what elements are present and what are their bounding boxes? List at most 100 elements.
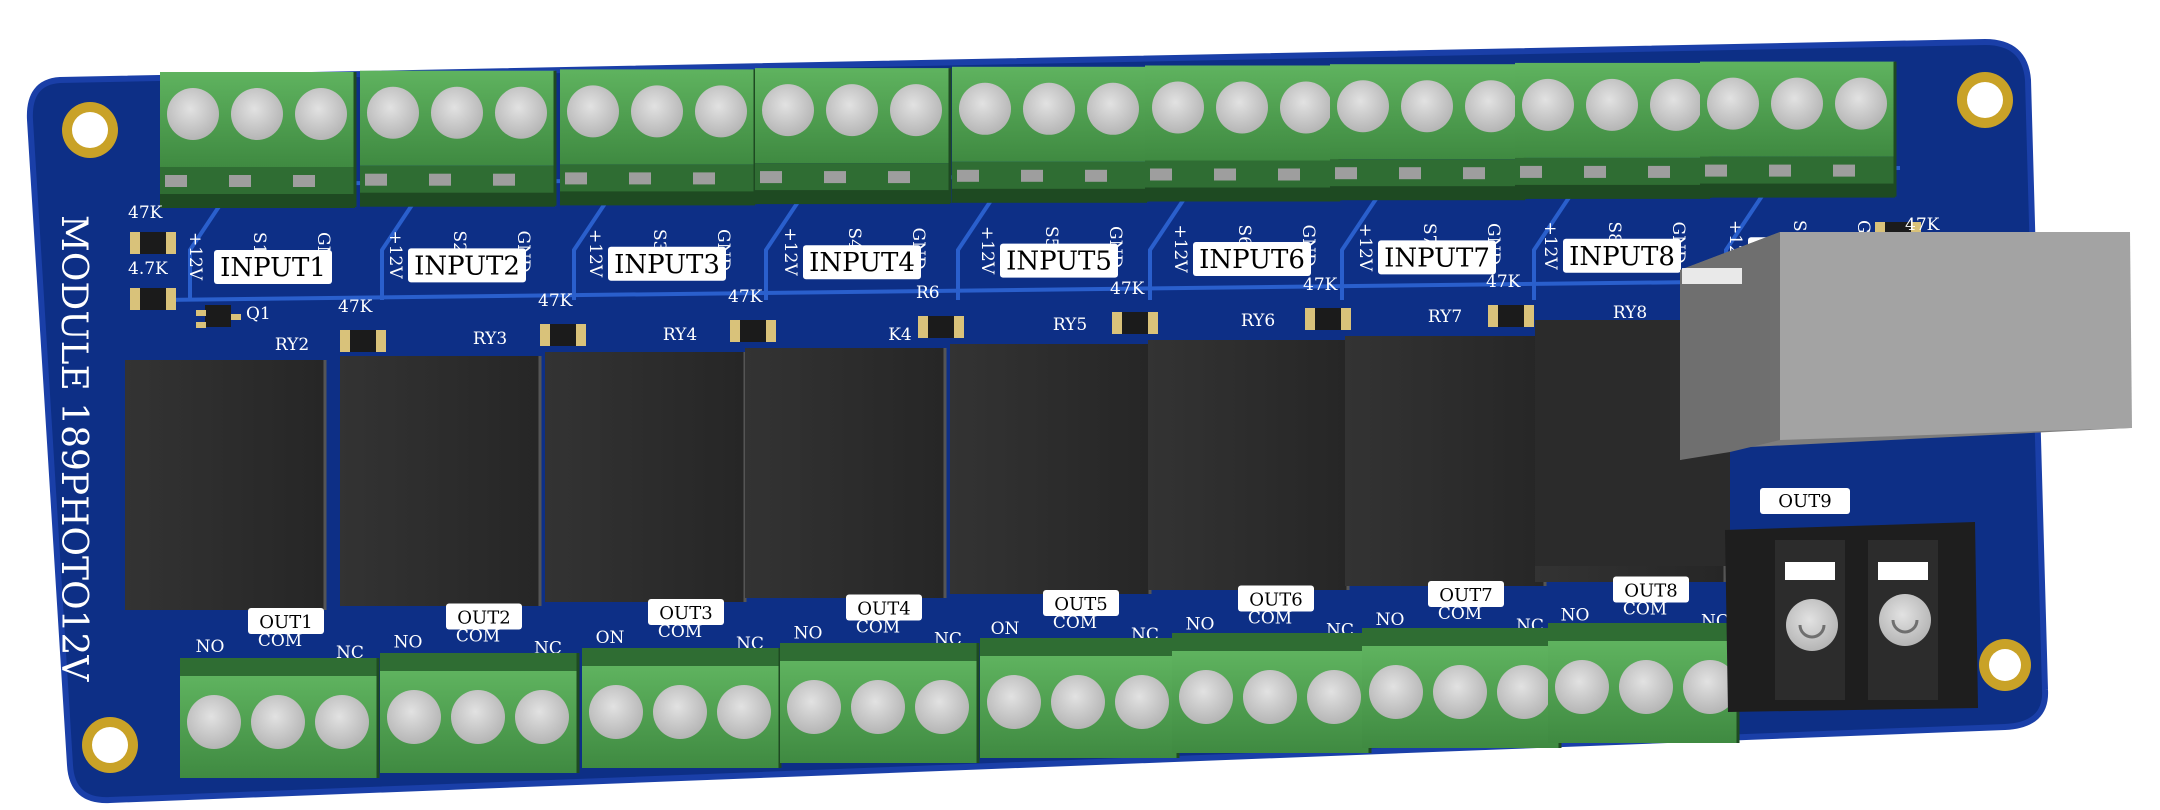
input-pin-label: S4 bbox=[844, 228, 864, 250]
resistor-label: 47K bbox=[728, 287, 763, 307]
output-label-tag bbox=[1428, 581, 1504, 607]
resistor-label: 47K bbox=[338, 297, 373, 317]
output-label: OUT4 bbox=[857, 599, 910, 620]
input-pin-label: S5 bbox=[1041, 226, 1061, 248]
input-label-tag bbox=[1193, 242, 1311, 276]
relay bbox=[545, 352, 745, 602]
screw-icon bbox=[451, 690, 505, 744]
relay-label: RY7 bbox=[1428, 307, 1462, 327]
output-label-tag bbox=[648, 599, 724, 625]
screw-icon bbox=[1051, 675, 1105, 729]
input-label-tag bbox=[408, 248, 526, 283]
relay-label: RY4 bbox=[663, 325, 697, 345]
output-pin-label: COM bbox=[1053, 613, 1097, 633]
input-pin-label: +12V bbox=[1170, 225, 1190, 274]
resistor-label: 4.7K bbox=[128, 259, 168, 279]
screw-icon bbox=[1152, 81, 1204, 134]
input-pin-label: +12V bbox=[977, 226, 997, 275]
output-pin-label: COM bbox=[1438, 604, 1482, 624]
output-label-tag bbox=[1043, 590, 1119, 616]
input-label-tag bbox=[1378, 240, 1496, 275]
output-pin-label: NO bbox=[1186, 615, 1215, 635]
input-label: INPUT4 bbox=[809, 248, 915, 278]
resistor bbox=[540, 324, 586, 346]
resistor bbox=[130, 232, 176, 254]
resistor bbox=[730, 320, 776, 342]
screw-icon bbox=[1401, 80, 1453, 133]
screw-icon bbox=[515, 690, 569, 744]
screw-icon bbox=[1179, 670, 1233, 724]
output-label-tag bbox=[1238, 585, 1314, 612]
output-pin-label: NO bbox=[1376, 610, 1405, 630]
relay bbox=[950, 344, 1150, 594]
output-label-tag bbox=[846, 594, 922, 621]
screw-icon bbox=[315, 695, 369, 749]
input-label-tag bbox=[803, 245, 921, 280]
screw-icon bbox=[653, 685, 707, 739]
output-pin-label: COM bbox=[258, 631, 302, 651]
screw-icon bbox=[295, 88, 347, 140]
resistor-label: 47K bbox=[1905, 215, 1940, 235]
screw-icon bbox=[167, 88, 219, 140]
output-pin-label: COM bbox=[658, 622, 702, 642]
screw-icon bbox=[1771, 77, 1823, 130]
transistor-q1: Q1 bbox=[196, 304, 271, 328]
resistor bbox=[340, 330, 386, 352]
screw-icon bbox=[1087, 82, 1139, 135]
screw-icon bbox=[1115, 675, 1169, 729]
relay bbox=[340, 356, 540, 606]
output-pin-label: COM bbox=[456, 627, 500, 647]
resistor-label: R6 bbox=[916, 283, 940, 303]
screw-icon bbox=[1650, 78, 1702, 131]
screw-icon bbox=[890, 84, 942, 137]
screw-icon bbox=[431, 86, 483, 139]
resistor bbox=[1112, 312, 1158, 334]
module-name-label: MODULE 189PHOTO12V bbox=[53, 215, 94, 682]
resistor bbox=[1488, 305, 1534, 327]
out9-terminal-block: OUT9 bbox=[1725, 488, 1978, 712]
screw-icon bbox=[367, 86, 419, 139]
resistor-label: 47K bbox=[1486, 272, 1521, 292]
relay-label: RY5 bbox=[1053, 315, 1087, 335]
screw-icon bbox=[567, 85, 619, 138]
screw-icon bbox=[787, 680, 841, 734]
input-label: INPUT8 bbox=[1569, 242, 1675, 272]
relay bbox=[1345, 336, 1545, 586]
output-pin-label: NO bbox=[794, 624, 823, 644]
screw-icon bbox=[1433, 665, 1487, 719]
input-label: INPUT2 bbox=[414, 251, 520, 281]
input-label: INPUT5 bbox=[1006, 247, 1112, 277]
screw-icon bbox=[1683, 660, 1737, 714]
screw-icon bbox=[387, 690, 441, 744]
screw-icon bbox=[1586, 78, 1638, 131]
screw-icon bbox=[589, 685, 643, 739]
input-pin-label: +12V bbox=[1540, 222, 1560, 271]
screw-icon bbox=[1707, 77, 1759, 130]
screw-icon bbox=[959, 82, 1011, 135]
input-pin-label: +12V bbox=[1355, 223, 1375, 272]
input-label-tag bbox=[1563, 238, 1681, 273]
screw-icon bbox=[1522, 78, 1574, 131]
output-pin-label: ON bbox=[991, 619, 1020, 639]
input-pin-label: S8 bbox=[1604, 222, 1624, 244]
input-pin-label: S2 bbox=[449, 231, 469, 253]
input-pin-label: S3 bbox=[649, 229, 669, 251]
input-label-tag bbox=[214, 250, 332, 284]
input-terminal-row bbox=[160, 61, 1897, 208]
input-pin-label: S1 bbox=[249, 232, 269, 254]
output-pin-label: COM bbox=[1623, 600, 1667, 620]
resistor-label: 47K bbox=[128, 203, 163, 223]
input-label: INPUT1 bbox=[220, 253, 326, 283]
input-pin-label: +12V bbox=[385, 231, 405, 280]
screw-icon bbox=[1280, 81, 1332, 134]
relay bbox=[1148, 340, 1348, 590]
output-label-tag bbox=[1613, 576, 1689, 603]
screw-icon bbox=[1555, 660, 1609, 714]
resistor-label: 47K bbox=[1303, 275, 1338, 295]
output-label: OUT6 bbox=[1249, 590, 1302, 611]
input-label: INPUT3 bbox=[614, 250, 720, 280]
relay-label: RY3 bbox=[473, 329, 507, 349]
output-label: OUT2 bbox=[457, 608, 510, 629]
output-label-tag bbox=[248, 608, 324, 634]
